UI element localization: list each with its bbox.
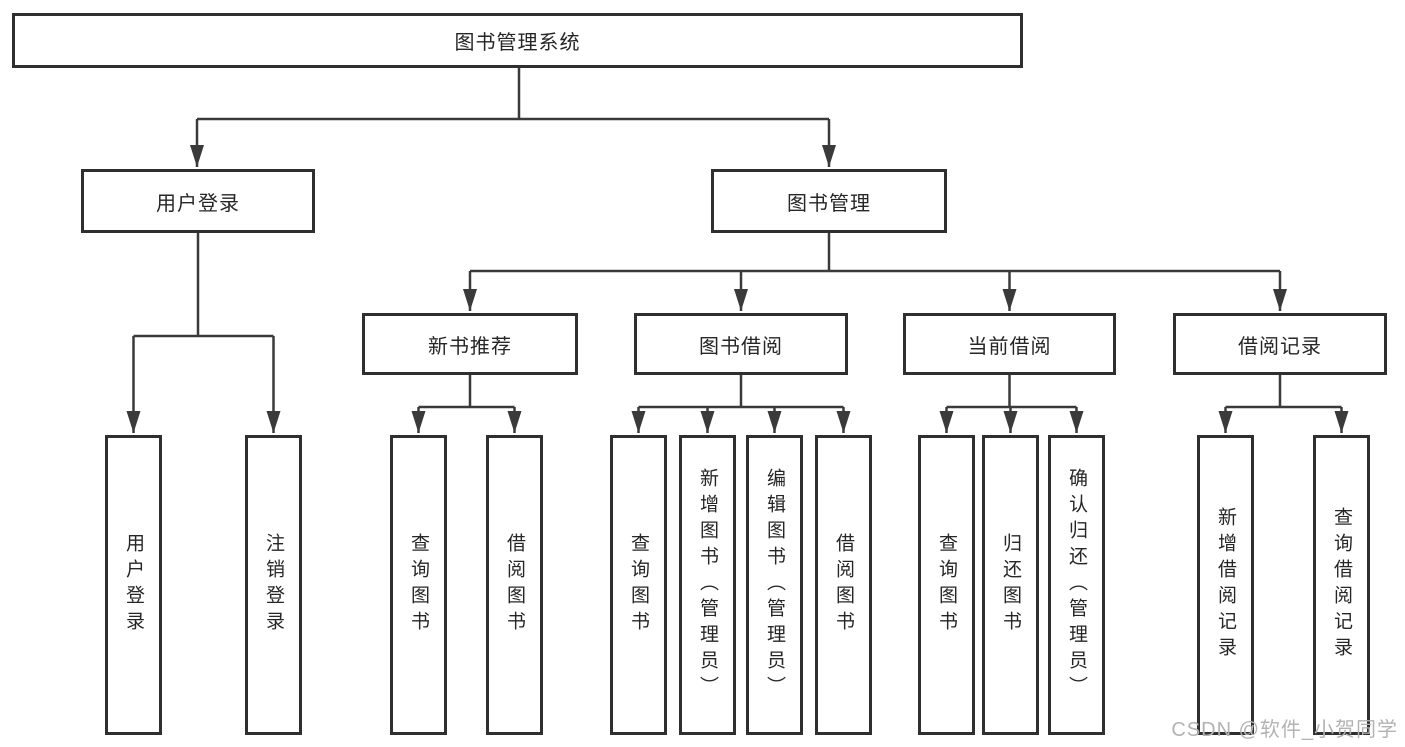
leaf-record-add: 新增借阅记录 [1197,435,1254,735]
leaf-borrow-borrow-book: 借阅图书 [815,435,872,735]
leaf-current-confirm-return-admin: 确认归还（管理员） [1048,435,1105,735]
leaf-borrow-edit-book-admin: 编辑图书（管理员） [746,435,803,735]
leaf-label: 新增借阅记录 [1215,507,1236,663]
leaf-current-query-book: 查询图书 [918,435,975,735]
node-user-login: 用户登录 [81,169,315,233]
csdn-watermark: CSDN @软件_小贺同学 [1171,719,1398,741]
leaf-label: 查询图书 [408,533,429,637]
leaf-label: 借阅图书 [833,533,854,637]
leaf-label: 编辑图书（管理员） [764,468,785,702]
leaf-label: 用户登录 [123,533,144,637]
node-current-borrow: 当前借阅 [903,313,1116,375]
node-new-book-recommend: 新书推荐 [362,313,578,375]
leaf-current-return-book: 归还图书 [982,435,1039,735]
leaf-label: 归还图书 [1000,533,1021,637]
leaf-label: 注销登录 [263,533,284,637]
leaf-label: 确认归还（管理员） [1066,468,1087,702]
leaf-record-query: 查询借阅记录 [1313,435,1370,735]
node-book-borrow: 图书借阅 [634,313,848,375]
node-library-management-system: 图书管理系统 [12,13,1023,68]
leaf-borrow-add-book-admin: 新增图书（管理员） [679,435,736,735]
leaf-label: 查询借阅记录 [1331,507,1352,663]
leaf-label: 查询图书 [936,533,957,637]
leaf-label: 查询图书 [628,533,649,637]
leaf-recommend-query-book: 查询图书 [390,435,447,735]
leaf-label: 借阅图书 [504,533,525,637]
leaf-borrow-query-book: 查询图书 [610,435,667,735]
leaf-recommend-borrow-book: 借阅图书 [486,435,543,735]
node-borrow-record: 借阅记录 [1173,313,1387,375]
node-book-management: 图书管理 [711,169,947,233]
leaf-label: 新增图书（管理员） [697,468,718,702]
leaf-logout: 注销登录 [245,435,302,735]
leaf-user-login: 用户登录 [105,435,162,735]
